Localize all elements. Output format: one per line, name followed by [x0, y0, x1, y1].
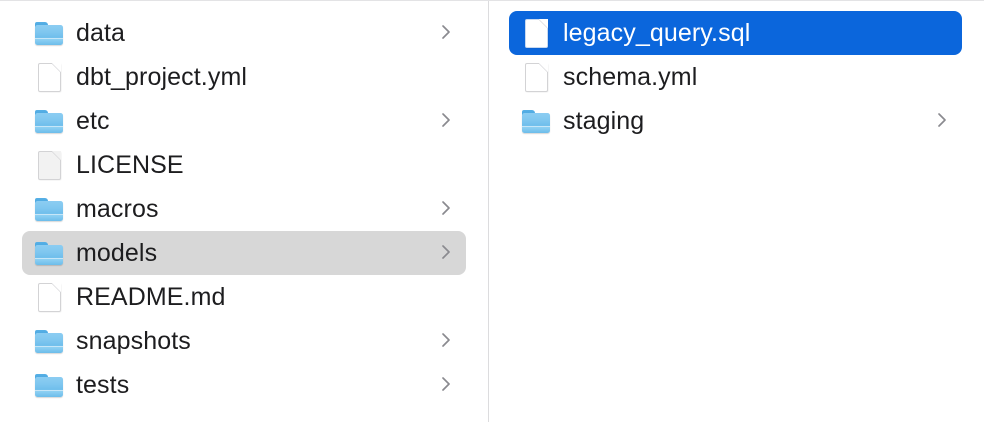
folder-row[interactable]: data — [22, 11, 466, 55]
chevron-right-icon[interactable] — [440, 242, 456, 264]
item-label: legacy_query.sql — [563, 19, 751, 47]
document-icon — [521, 17, 551, 49]
item-label: dbt_project.yml — [76, 63, 248, 91]
item-label: tests — [76, 371, 130, 399]
document-glyph — [38, 63, 61, 92]
document-icon — [521, 61, 551, 93]
document-glyph — [525, 63, 548, 92]
document-glyph — [525, 19, 548, 48]
file-row[interactable]: schema.yml — [509, 55, 962, 99]
folder-row[interactable]: etc — [22, 99, 466, 143]
folder-row[interactable]: macros — [22, 187, 466, 231]
file-row[interactable]: README.md — [22, 275, 466, 319]
folder-icon — [34, 105, 64, 137]
item-label: staging — [563, 107, 645, 135]
folder-icon — [34, 237, 64, 269]
folder-glyph — [522, 110, 550, 133]
item-label: etc — [76, 107, 110, 135]
folder-icon — [34, 193, 64, 225]
folder-glyph — [35, 198, 63, 221]
folder-icon — [34, 369, 64, 401]
folder-row[interactable]: snapshots — [22, 319, 466, 363]
folder-glyph — [35, 110, 63, 133]
folder-glyph — [35, 330, 63, 353]
file-row[interactable]: LICENSE — [22, 143, 466, 187]
chevron-right-icon[interactable] — [440, 330, 456, 352]
document-icon — [34, 281, 64, 313]
folder-row[interactable]: staging — [509, 99, 962, 143]
item-label: data — [76, 19, 126, 47]
folder-row[interactable]: tests — [22, 363, 466, 407]
folder-icon — [521, 105, 551, 137]
folder-glyph — [35, 374, 63, 397]
folder-icon — [34, 325, 64, 357]
folder-row[interactable]: models — [22, 231, 466, 275]
chevron-right-icon[interactable] — [440, 198, 456, 220]
item-label: LICENSE — [76, 151, 184, 179]
document-icon — [34, 61, 64, 93]
chevron-right-icon[interactable] — [440, 110, 456, 132]
file-row[interactable]: legacy_query.sql — [509, 11, 962, 55]
chevron-right-icon[interactable] — [440, 374, 456, 396]
document-icon — [34, 149, 64, 181]
folder-glyph — [35, 242, 63, 265]
chevron-right-icon[interactable] — [936, 110, 952, 132]
document-glyph — [38, 151, 61, 180]
item-label: macros — [76, 195, 159, 223]
file-column-2[interactable]: legacy_query.sql schema.yml staging — [489, 1, 984, 422]
item-label: models — [76, 239, 158, 267]
item-label: snapshots — [76, 327, 191, 355]
folder-icon — [34, 17, 64, 49]
chevron-right-icon[interactable] — [440, 22, 456, 44]
folder-glyph — [35, 22, 63, 45]
document-glyph — [38, 283, 61, 312]
file-row[interactable]: dbt_project.yml — [22, 55, 466, 99]
item-label: README.md — [76, 283, 226, 311]
item-label: schema.yml — [563, 63, 698, 91]
